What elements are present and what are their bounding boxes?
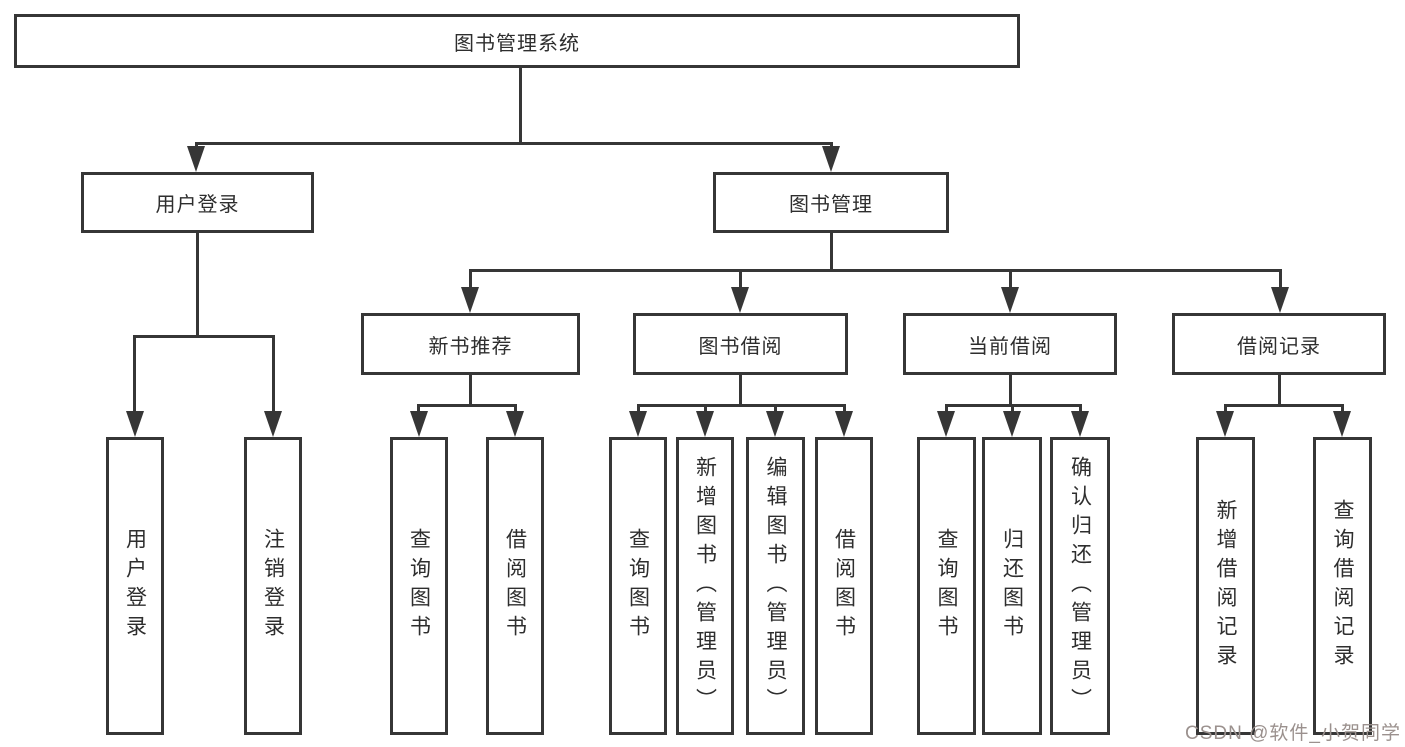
node-label: 新增借阅记录 (1214, 499, 1237, 673)
node-book-borrowing: 图书借阅 (633, 313, 848, 375)
connector-line (1009, 375, 1012, 406)
connector-line (1279, 269, 1282, 291)
node-label: 当前借阅 (968, 335, 1052, 358)
connector-line (417, 404, 420, 415)
connector-line (830, 233, 833, 271)
connector-line (1224, 404, 1344, 407)
leaf-query-borrow-record: 查询借阅记录 (1313, 437, 1372, 735)
node-current-borrowing: 当前借阅 (903, 313, 1117, 375)
arrowhead-down (1216, 411, 1234, 437)
leaf-add-borrow-record: 新增借阅记录 (1196, 437, 1255, 735)
node-label: 图书管理系统 (454, 32, 580, 55)
connector-line (418, 404, 517, 407)
node-label: 查询图书 (407, 528, 431, 644)
connector-line (469, 269, 472, 291)
connector-line (637, 404, 846, 407)
leaf-logout: 注销登录 (244, 437, 302, 735)
leaf-borrow-books-recommend: 借阅图书 (486, 437, 544, 735)
arrowhead-down (1003, 411, 1021, 437)
node-label: 用户登录 (123, 528, 147, 644)
connector-line (945, 404, 948, 415)
arrowhead-down (410, 411, 428, 437)
connector-line (514, 404, 517, 415)
arrowhead-down (835, 411, 853, 437)
arrowhead-down (264, 411, 282, 437)
node-label: 编辑图书（管理员） (764, 455, 787, 717)
connector-line (470, 269, 1282, 272)
node-label: 查询图书 (626, 528, 650, 644)
arrowhead-down (1001, 287, 1019, 313)
leaf-query-books-current: 查询图书 (917, 437, 976, 735)
connector-line (739, 269, 742, 291)
node-label: 借阅图书 (832, 528, 856, 644)
connector-line (739, 375, 742, 406)
connector-line (196, 142, 833, 145)
leaf-confirm-return-admin: 确认归还（管理员） (1050, 437, 1110, 735)
node-library-management-system: 图书管理系统 (14, 14, 1020, 68)
connector-line (1009, 269, 1012, 291)
arrowhead-down (1333, 411, 1351, 437)
connector-line (1224, 404, 1227, 415)
arrowhead-down (629, 411, 647, 437)
node-label: 借阅图书 (503, 528, 527, 644)
connector-line (1079, 404, 1082, 415)
node-label: 归还图书 (1000, 528, 1024, 644)
arrowhead-down (937, 411, 955, 437)
leaf-borrow-books: 借阅图书 (815, 437, 873, 735)
arrowhead-down (766, 411, 784, 437)
leaf-add-books-admin: 新增图书（管理员） (676, 437, 734, 735)
leaf-user-login: 用户登录 (106, 437, 164, 735)
connector-line (196, 233, 199, 337)
arrowhead-down (187, 146, 205, 172)
connector-line (1011, 404, 1014, 415)
connector-line (134, 335, 275, 338)
connector-line (774, 404, 777, 415)
connector-line (637, 404, 640, 415)
node-label: 借阅记录 (1237, 335, 1321, 358)
arrowhead-down (1271, 287, 1289, 313)
leaf-return-books: 归还图书 (982, 437, 1042, 735)
arrowhead-down (461, 287, 479, 313)
connector-line (133, 335, 136, 415)
arrowhead-down (506, 411, 524, 437)
arrowhead-down (731, 287, 749, 313)
connector-line (1278, 375, 1281, 406)
connector-line (469, 375, 472, 406)
node-label: 注销登录 (261, 528, 285, 644)
arrowhead-down (126, 411, 144, 437)
node-label: 用户登录 (155, 194, 240, 216)
node-label: 查询图书 (935, 528, 958, 644)
arrowhead-down (696, 411, 714, 437)
arrowhead-down (1071, 411, 1089, 437)
node-user-login: 用户登录 (81, 172, 314, 233)
connector-line (704, 404, 707, 415)
connector-line (843, 404, 846, 415)
node-label: 图书管理 (789, 194, 873, 216)
connector-line (519, 68, 522, 144)
connector-line (1341, 404, 1344, 415)
node-book-management: 图书管理 (713, 172, 949, 233)
node-borrowing-records: 借阅记录 (1172, 313, 1386, 375)
leaf-edit-books-admin: 编辑图书（管理员） (746, 437, 805, 735)
node-label: 新书推荐 (428, 335, 513, 358)
node-label: 新增图书（管理员） (693, 455, 717, 717)
node-label: 查询借阅记录 (1331, 499, 1354, 673)
node-label: 图书借阅 (698, 335, 783, 358)
node-new-book-recommendation: 新书推荐 (361, 313, 580, 375)
arrowhead-down (822, 146, 840, 172)
leaf-query-books-recommend: 查询图书 (390, 437, 448, 735)
node-label: 确认归还（管理员） (1068, 455, 1092, 717)
connector-line (272, 335, 275, 415)
leaf-query-books-borrowing: 查询图书 (609, 437, 667, 735)
